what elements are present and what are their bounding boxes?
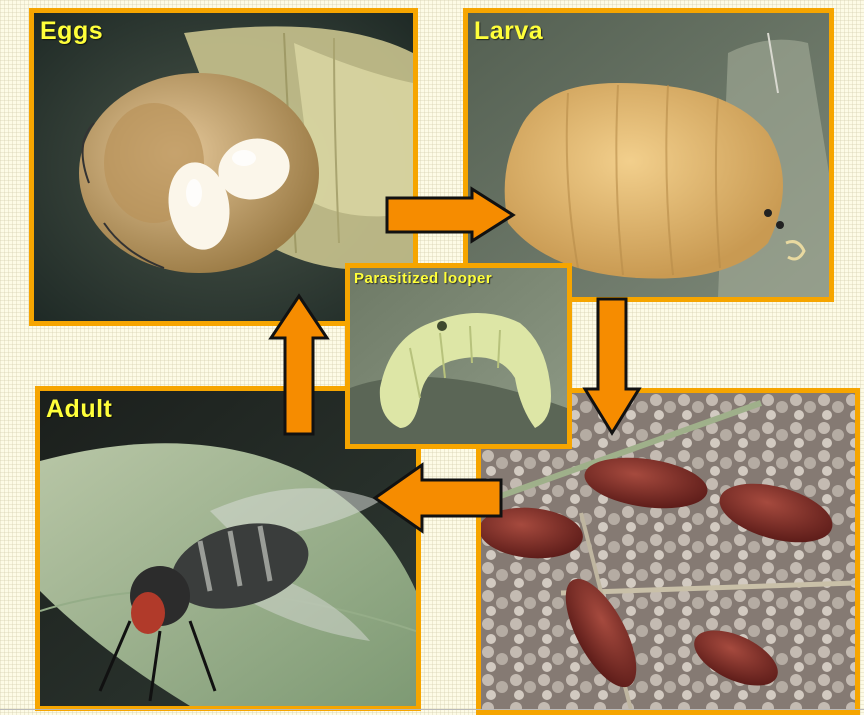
parasitized-looper-panel: Parasitized looper (345, 263, 572, 449)
slide-bottom-divider (0, 709, 864, 710)
eggs-label: Eggs (40, 17, 103, 46)
arrow-left-icon (372, 462, 504, 534)
adult-label: Adult (46, 395, 112, 424)
parasitized-looper-label: Parasitized looper (354, 270, 492, 287)
arrow-down-icon (582, 296, 642, 436)
arrow-right-icon (384, 186, 516, 244)
larva-label: Larva (474, 17, 543, 46)
parasitized-looper-photo (350, 268, 567, 444)
larva-panel: Larva (463, 8, 834, 302)
arrow-up-icon (268, 293, 330, 437)
larva-photo (468, 13, 829, 297)
